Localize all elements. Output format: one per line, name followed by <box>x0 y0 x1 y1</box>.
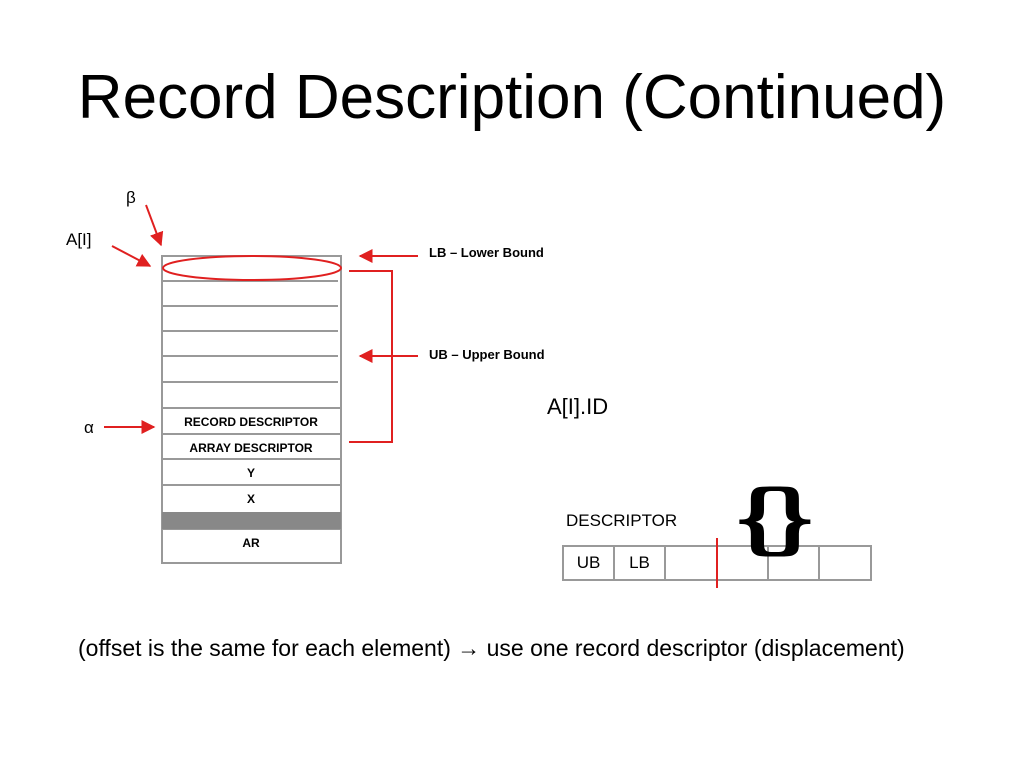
curly-brace: {} <box>733 473 817 562</box>
record-descriptor-cell: RECORD DESCRIPTOR <box>184 415 318 429</box>
highlight-ellipse <box>162 255 342 281</box>
ub-label: UB – Upper Bound <box>429 347 545 362</box>
note-text: (offset is the same for each element) → … <box>78 635 905 661</box>
x-cell: X <box>246 492 255 506</box>
a-i-label: A[I] <box>66 230 92 249</box>
descriptor-cell-lb: LB <box>629 553 650 572</box>
slide-title: Record Description (Continued) <box>77 63 947 132</box>
gray-filled-cell <box>162 512 341 529</box>
lb-label: LB – Lower Bound <box>429 245 544 260</box>
a-i-id-label: A[I].ID <box>547 394 609 419</box>
y-cell: Y <box>246 466 255 480</box>
beta-label: β <box>126 188 136 207</box>
descriptor-label: DESCRIPTOR <box>566 511 678 530</box>
alpha-label: α <box>84 418 94 437</box>
red-bracket <box>349 270 393 443</box>
descriptor-cell-ub: UB <box>576 553 601 572</box>
ar-cell: AR <box>242 536 260 550</box>
a-i-arrow <box>111 245 152 267</box>
beta-arrow <box>145 204 164 247</box>
array-descriptor-cell: ARRAY DESCRIPTOR <box>189 441 313 455</box>
